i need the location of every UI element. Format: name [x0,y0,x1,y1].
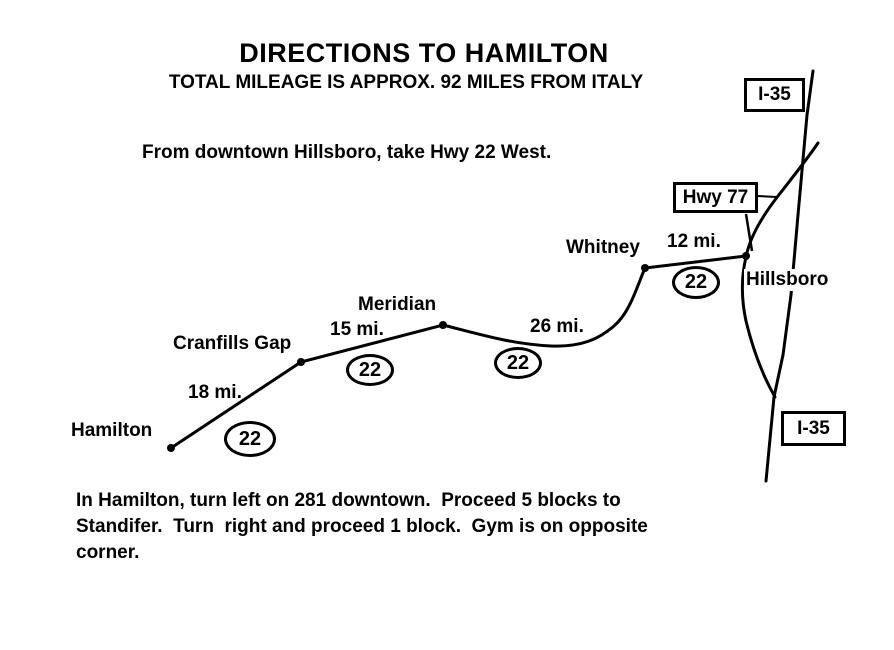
distance-label-cranfills-meridian: 15 mi. [330,319,384,340]
page-title: DIRECTIONS TO HAMILTON [239,38,609,68]
footer-line-1: In Hamilton, turn left on 281 downtown. … [76,490,621,511]
town-label-meridian: Meridian [358,294,437,315]
page-subtitle: TOTAL MILEAGE IS APPROX. 92 MILES FROM I… [168,72,644,93]
town-dot-whitney [641,264,649,272]
footer-line-2: Standifer. Turn right and proceed 1 bloc… [76,516,648,537]
town-label-whitney: Whitney [566,237,640,258]
town-label-cranfills-gap: Cranfills Gap [173,333,292,354]
town-dot-cranfills-gap [297,358,305,366]
distance-label-hamilton-cranfills: 18 mi. [188,382,242,403]
hwy77-sign: Hwy 77 [673,182,758,213]
hwy22-shield-meridian: 22 [346,354,394,386]
distance-label-meridian-whitney: 26 mi. [530,316,584,337]
distance-label-whitney-hillsboro: 12 mi. [667,231,721,252]
footer-line-3: corner. [76,542,140,563]
hwy22-shield-hillsboro: 22 [672,266,720,299]
i35-sign-bottom: I-35 [781,411,846,446]
i35-sign-top: I-35 [744,78,805,112]
hwy22-route-line [169,254,748,450]
route-instruction: From downtown Hillsboro, take Hwy 22 Wes… [142,142,552,163]
hwy22-shield-whitney: 22 [494,347,542,379]
town-dot-hamilton [167,444,175,452]
hwy77-sign-leader-line [756,195,778,198]
hwy22-shield-hamilton: 22 [224,421,276,457]
town-label-hamilton: Hamilton [71,420,153,441]
town-label-hillsboro: Hillsboro [744,269,831,291]
hwy77-ramp-line [744,213,754,252]
town-dot-meridian [439,321,447,329]
footer-directions: In Hamilton, turn left on 281 downtown. … [76,488,776,566]
junction-dot-hillsboro [742,252,750,260]
